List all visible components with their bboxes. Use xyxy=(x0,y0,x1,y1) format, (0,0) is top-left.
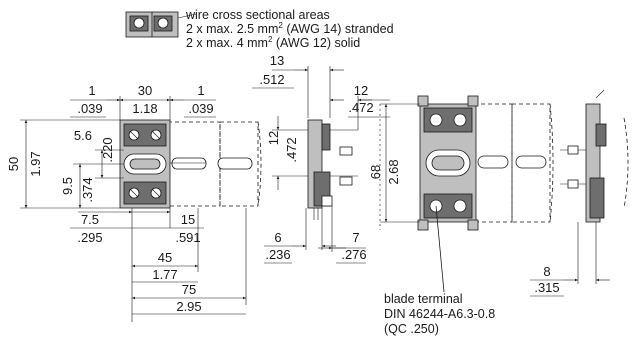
dim-pitch-mm: 45 xyxy=(158,250,172,265)
dim-offset-left-mm: 7.5 xyxy=(81,212,99,227)
assembly-view-dimensions xyxy=(380,103,610,297)
dim-depth-mm: 13 xyxy=(270,53,284,68)
front-view-block xyxy=(119,119,262,209)
dim-assembly-height-in: 2.68 xyxy=(386,159,401,184)
dim-top-right-mm: 1 xyxy=(197,83,204,98)
dim-assembly-bottom-mm: 8 xyxy=(543,264,550,279)
dim-lower-in: .374 xyxy=(80,177,95,202)
dim-offset-mid-in: .591 xyxy=(175,230,200,245)
dim-vert-mm: 12 xyxy=(266,131,281,145)
wire-note: wire cross sectional areas 2 x max. 2.5 … xyxy=(185,8,394,50)
dim-width-mm: 30 xyxy=(138,83,152,98)
dim-right-in: .472 xyxy=(348,100,373,115)
dim-depth-in: .512 xyxy=(259,72,284,87)
dim-slot-in: .220 xyxy=(100,137,115,162)
side-view-dimension-labels: 13 .512 12 .472 12 .472 6 .236 7 .276 xyxy=(259,53,373,262)
dim-height-in: 1.97 xyxy=(28,151,43,176)
wire-note-line2: 2 x max. 4 mm2 (AWG 12) solid xyxy=(186,35,360,50)
dim-top-right-in: .039 xyxy=(188,101,213,116)
front-view-dimensions xyxy=(20,96,247,322)
dim-top-left-mm: 1 xyxy=(88,83,95,98)
dim-pitch2-mm: 75 xyxy=(182,282,196,297)
assembly-view-block xyxy=(379,89,629,231)
front-view-dimension-labels: 1 .039 30 1.18 1 .039 50 1.97 5.6 .220 9… xyxy=(6,83,214,314)
assembly-view-dimension-labels: 68 2.68 8 .315 xyxy=(368,159,560,295)
dim-bottom-mm: 6 xyxy=(274,230,281,245)
side-view-dimensions xyxy=(252,66,390,264)
dim-slot-mm: 5.6 xyxy=(74,128,92,143)
blade-note-line1: blade terminal xyxy=(384,292,463,306)
blade-terminal-note: blade terminal DIN 46244-A6.3-0.8 (QC .2… xyxy=(384,292,495,336)
dim-top-left-in: .039 xyxy=(77,101,102,116)
dim-vert-in: .472 xyxy=(284,137,299,162)
dim-height-mm: 50 xyxy=(6,157,21,171)
dim-bottom-right-mm: 7 xyxy=(352,230,359,245)
dim-bottom-right-in: .276 xyxy=(341,247,366,262)
dim-pitch-in: 1.77 xyxy=(152,267,177,282)
dim-assembly-height-mm: 68 xyxy=(368,165,383,179)
dim-offset-mid-mm: 15 xyxy=(181,212,195,227)
blade-note-line2: DIN 46244-A6.3-0.8 xyxy=(384,307,495,321)
dim-assembly-bottom-in: .315 xyxy=(534,280,559,295)
side-view-block xyxy=(307,119,358,220)
dim-offset-left-in: .295 xyxy=(77,230,102,245)
dim-lower-mm: 9.5 xyxy=(60,177,75,195)
dim-bottom-in: .236 xyxy=(265,247,290,262)
dim-right-mm: 12 xyxy=(354,83,368,98)
blade-note-line3: (QC .250) xyxy=(384,322,439,336)
dim-width-in: 1.18 xyxy=(132,101,157,116)
wire-note-line1: 2 x max. 2.5 mm2 (AWG 14) stranded xyxy=(186,21,394,36)
wire-note-title: wire cross sectional areas xyxy=(185,8,330,22)
dim-pitch2-in: 2.95 xyxy=(176,299,201,314)
terminal-top-view-icon xyxy=(125,11,197,38)
